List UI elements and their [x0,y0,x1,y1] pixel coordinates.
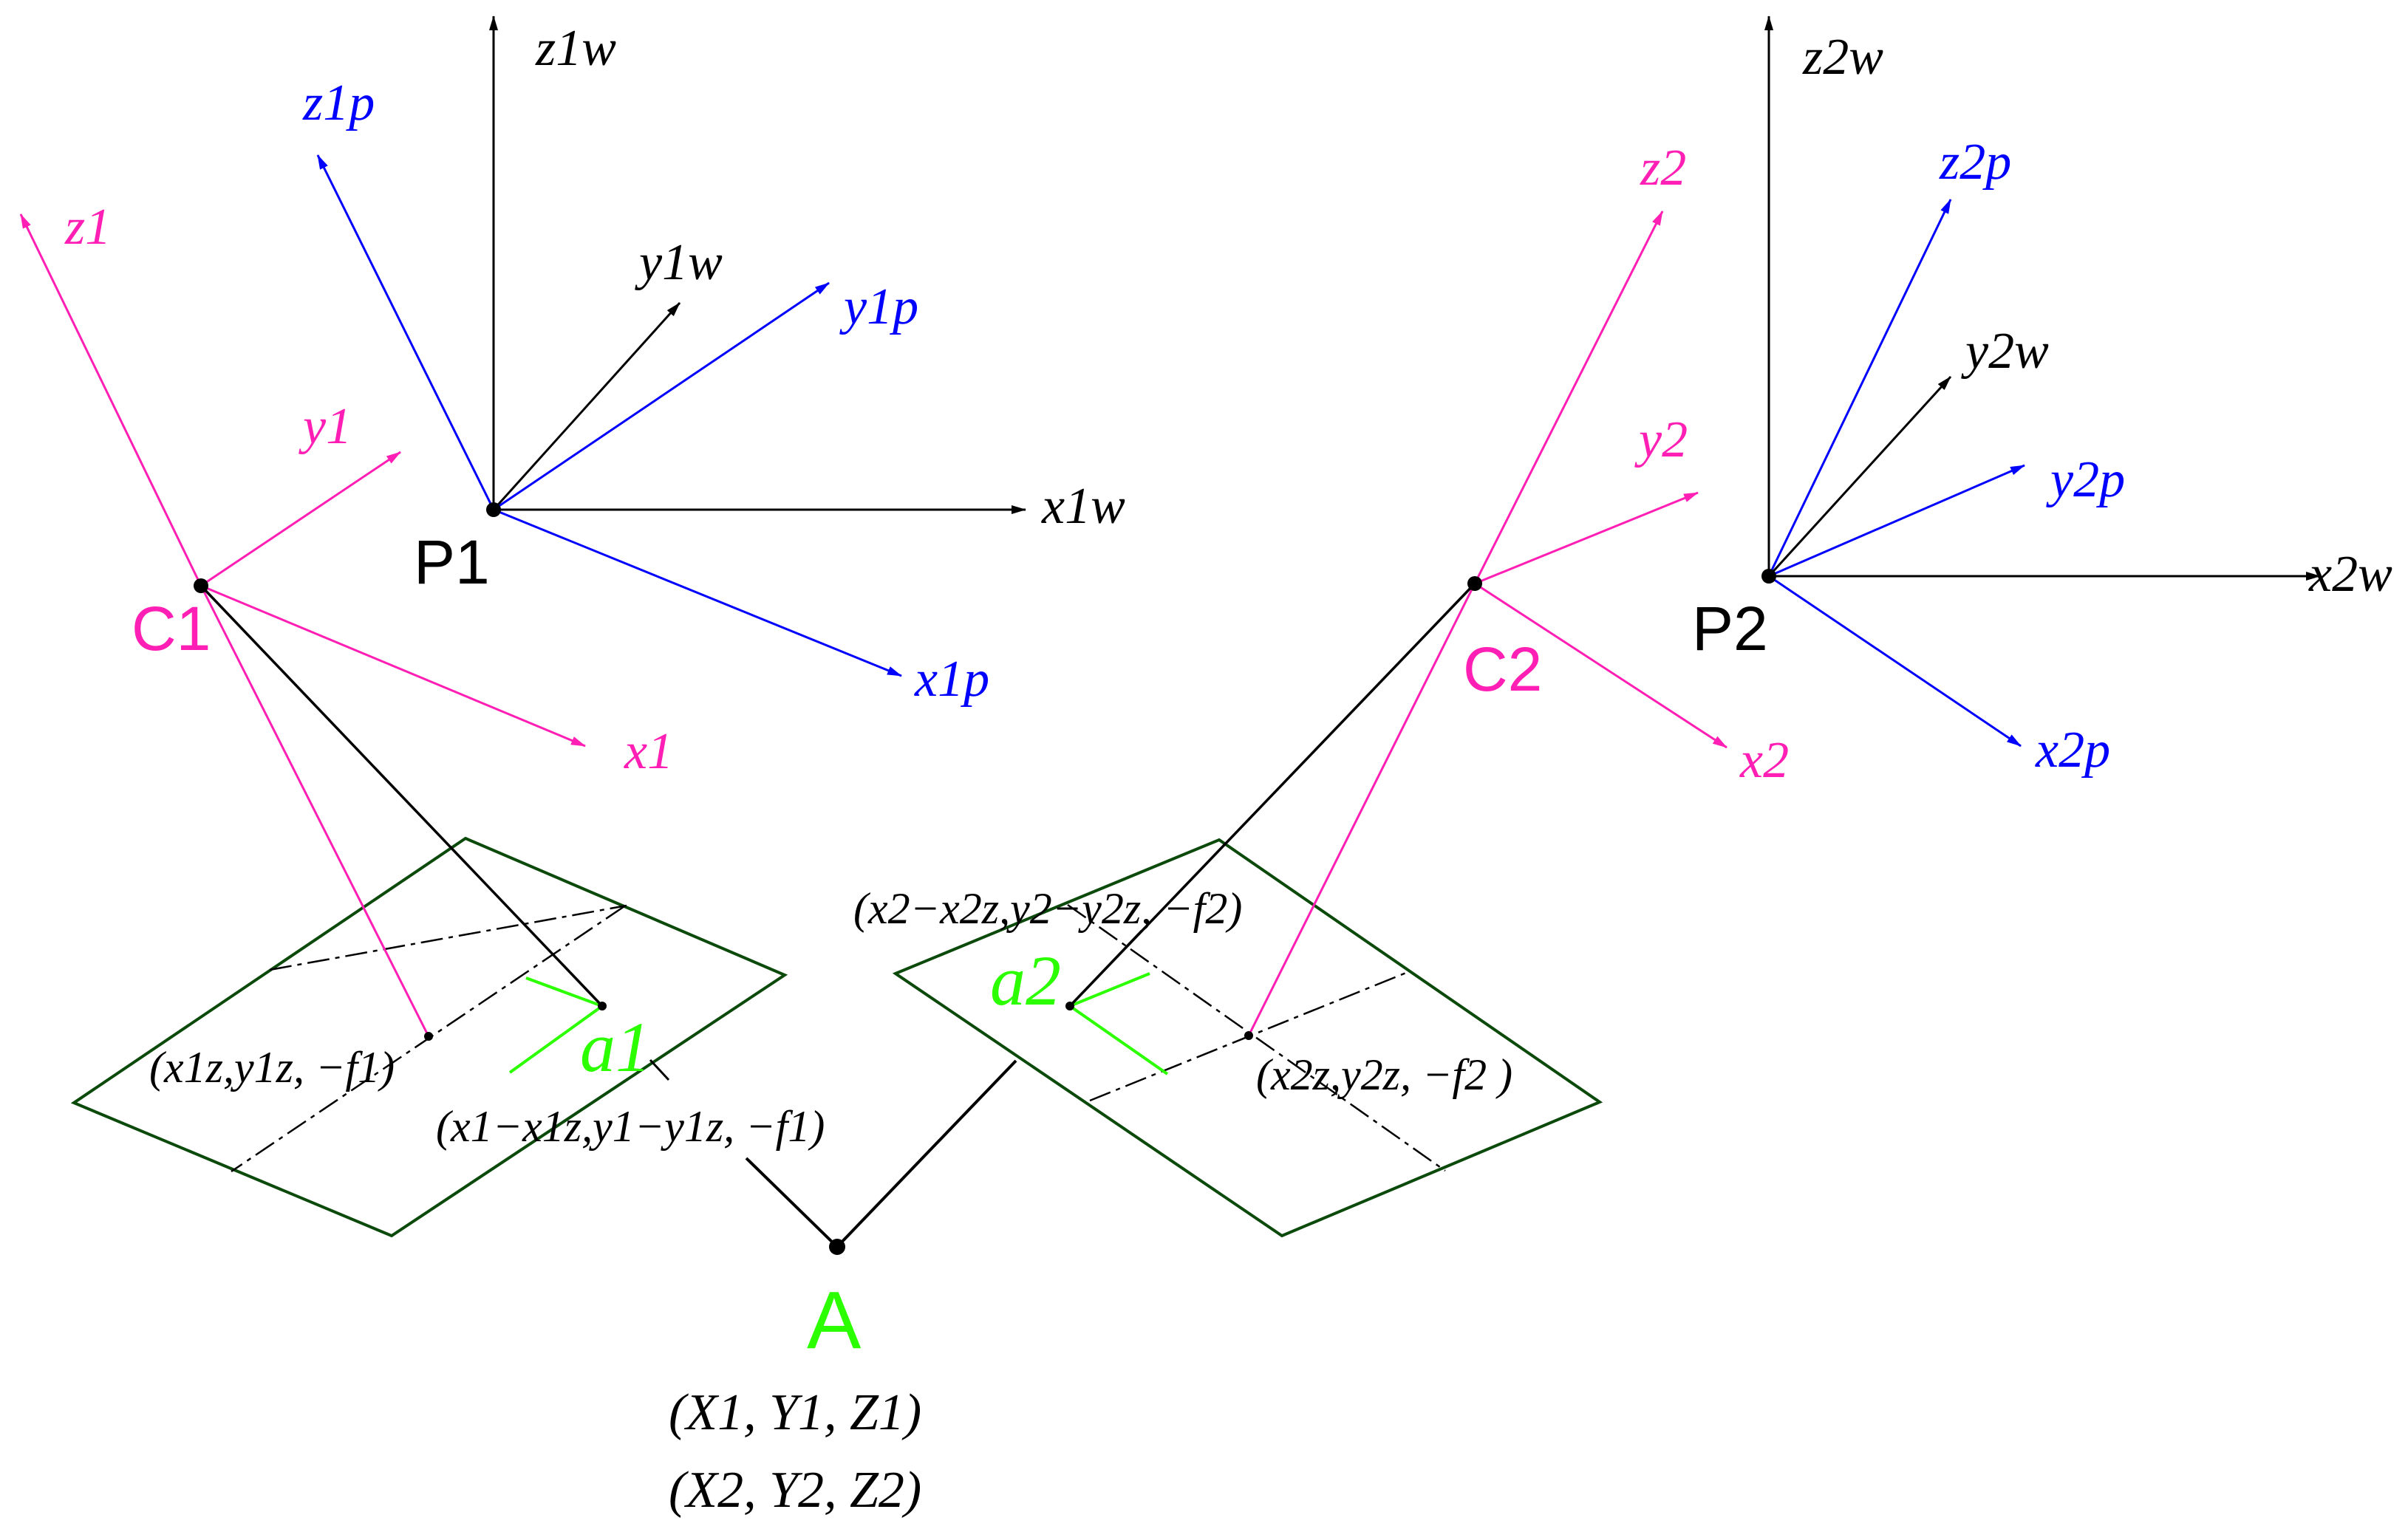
annotation-world-point-1: (X1, Y1, Z1) [669,1384,921,1441]
camera-2-frame [1467,211,1727,749]
label-a2: a2 [990,941,1061,1020]
camera-1-frame [19,213,586,748]
world-frame-2 [1764,16,2321,581]
label-z1w: z1w [535,20,616,77]
label-P2: P2 [1692,594,1768,663]
label-y2: y2 [1634,411,1688,468]
platform-frame-1 [316,154,902,677]
image-plane-1-axis-u [269,904,627,971]
image-point-a2 [1065,1002,1074,1010]
leader-A-right [836,1059,1017,1248]
label-z2w: z2w [1802,29,1883,86]
label-C1: C1 [132,594,211,663]
label-x2p: x2p [2035,722,2110,779]
annotation-principal-point-2: (x2z,y2z, −f2 ) [1256,1050,1512,1099]
projection-mark-a1 [508,976,604,1074]
label-x1p: x1p [914,651,989,708]
label-x1w: x1w [1041,478,1125,535]
label-P1: P1 [414,527,490,597]
origin-p2 [1761,569,1776,584]
label-a1: a1 [580,1008,651,1087]
leader-a1 [649,1058,670,1081]
leader-a2 [1068,929,1143,1008]
label-z2p: z2p [1939,134,2011,191]
label-y1p: y1p [839,278,918,335]
label-y1: y1 [299,398,352,455]
ray-c1-a1 [199,584,604,1008]
label-C2: C2 [1463,634,1542,704]
label-z1: z1 [64,199,111,256]
label-x2: x2 [1739,732,1789,789]
image-plane-2-axis-v [1067,903,1446,1172]
camera-center-c2 [1467,576,1482,591]
world-point-A [829,1239,845,1255]
camera-center-c1 [194,578,208,593]
annotation-principal-point-1: (x1z,y1z, −f1) [149,1043,395,1092]
image-point-a1 [598,1002,607,1010]
annotation-image-point-a1: (x1−x1z,y1−y1z, −f1) [436,1102,825,1151]
label-z1p: z1p [302,75,375,131]
principal-point-2 [1244,1031,1253,1040]
label-y2w: y2w [1961,323,2049,380]
projection-mark-a2 [1068,972,1169,1075]
label-x1: x1 [624,723,673,780]
origin-p1 [486,502,501,517]
optical-axis-2 [1247,583,1476,1036]
annotation-image-point-a2: (x2−x2z,y2−y2z, −f2) [853,884,1242,933]
principal-point-1 [424,1032,433,1041]
label-y1w: y1w [635,234,723,291]
image-plane-1-outline [70,836,788,1238]
leader-A-left [745,1157,839,1248]
world-frame-1 [489,16,1026,514]
optical-axis-1 [199,585,430,1037]
label-A: A [807,1275,862,1366]
image-plane-2-outline [892,838,1603,1238]
label-x2w: x2w [2308,546,2392,603]
annotation-world-point-2: (X2, Y2, Z2) [669,1462,921,1519]
label-z2: z2 [1640,140,1686,196]
platform-frame-2 [1767,199,2025,748]
label-y2p: y2p [2046,451,2125,508]
